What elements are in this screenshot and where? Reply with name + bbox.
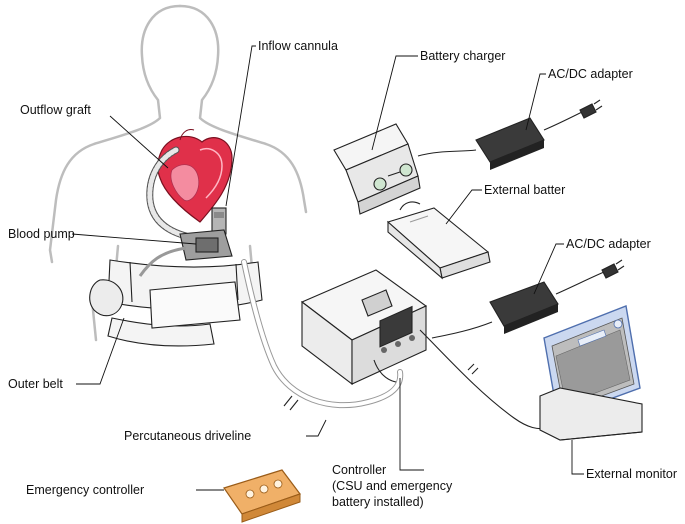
label-external-battery: External batter [484, 183, 565, 197]
label-battery-charger: Battery charger [420, 49, 505, 63]
external-monitor [539, 305, 643, 441]
outflow-graft [146, 146, 190, 240]
human-body-outline [48, 4, 308, 342]
label-controller: Controller [332, 463, 386, 477]
percutaneous-driveline [241, 259, 404, 411]
heart-illustration [157, 129, 233, 223]
outer-belt [89, 259, 263, 347]
label-outer-belt: Outer belt [8, 377, 63, 391]
label-controller-line2: (CSU and emergency [332, 479, 453, 493]
acdc-adapter-mid [431, 259, 625, 339]
label-external-monitor: External monitor [586, 467, 677, 481]
label-outflow-graft: Outflow graft [20, 103, 91, 117]
label-emergency-controller: Emergency controller [26, 483, 144, 497]
label-inflow-cannula: Inflow cannula [258, 39, 338, 53]
battery-charger [333, 123, 421, 215]
label-acdc-adapter-top: AC/DC adapter [548, 67, 633, 81]
labels: Inflow cannula Battery charger AC/DC ada… [8, 39, 677, 509]
label-percutaneous-driveline: Percutaneous driveline [124, 429, 251, 443]
label-acdc-adapter-mid: AC/DC adapter [566, 237, 651, 251]
inflow-cannula [211, 207, 227, 235]
emergency-controller [223, 469, 301, 523]
leader-lines [71, 45, 584, 491]
blood-pump [138, 229, 233, 277]
acdc-adapter-top [417, 99, 603, 170]
external-battery [386, 201, 491, 280]
label-blood-pump: Blood pump [8, 227, 75, 241]
controller-device [300, 269, 549, 430]
label-controller-line3: battery installed) [332, 495, 424, 509]
